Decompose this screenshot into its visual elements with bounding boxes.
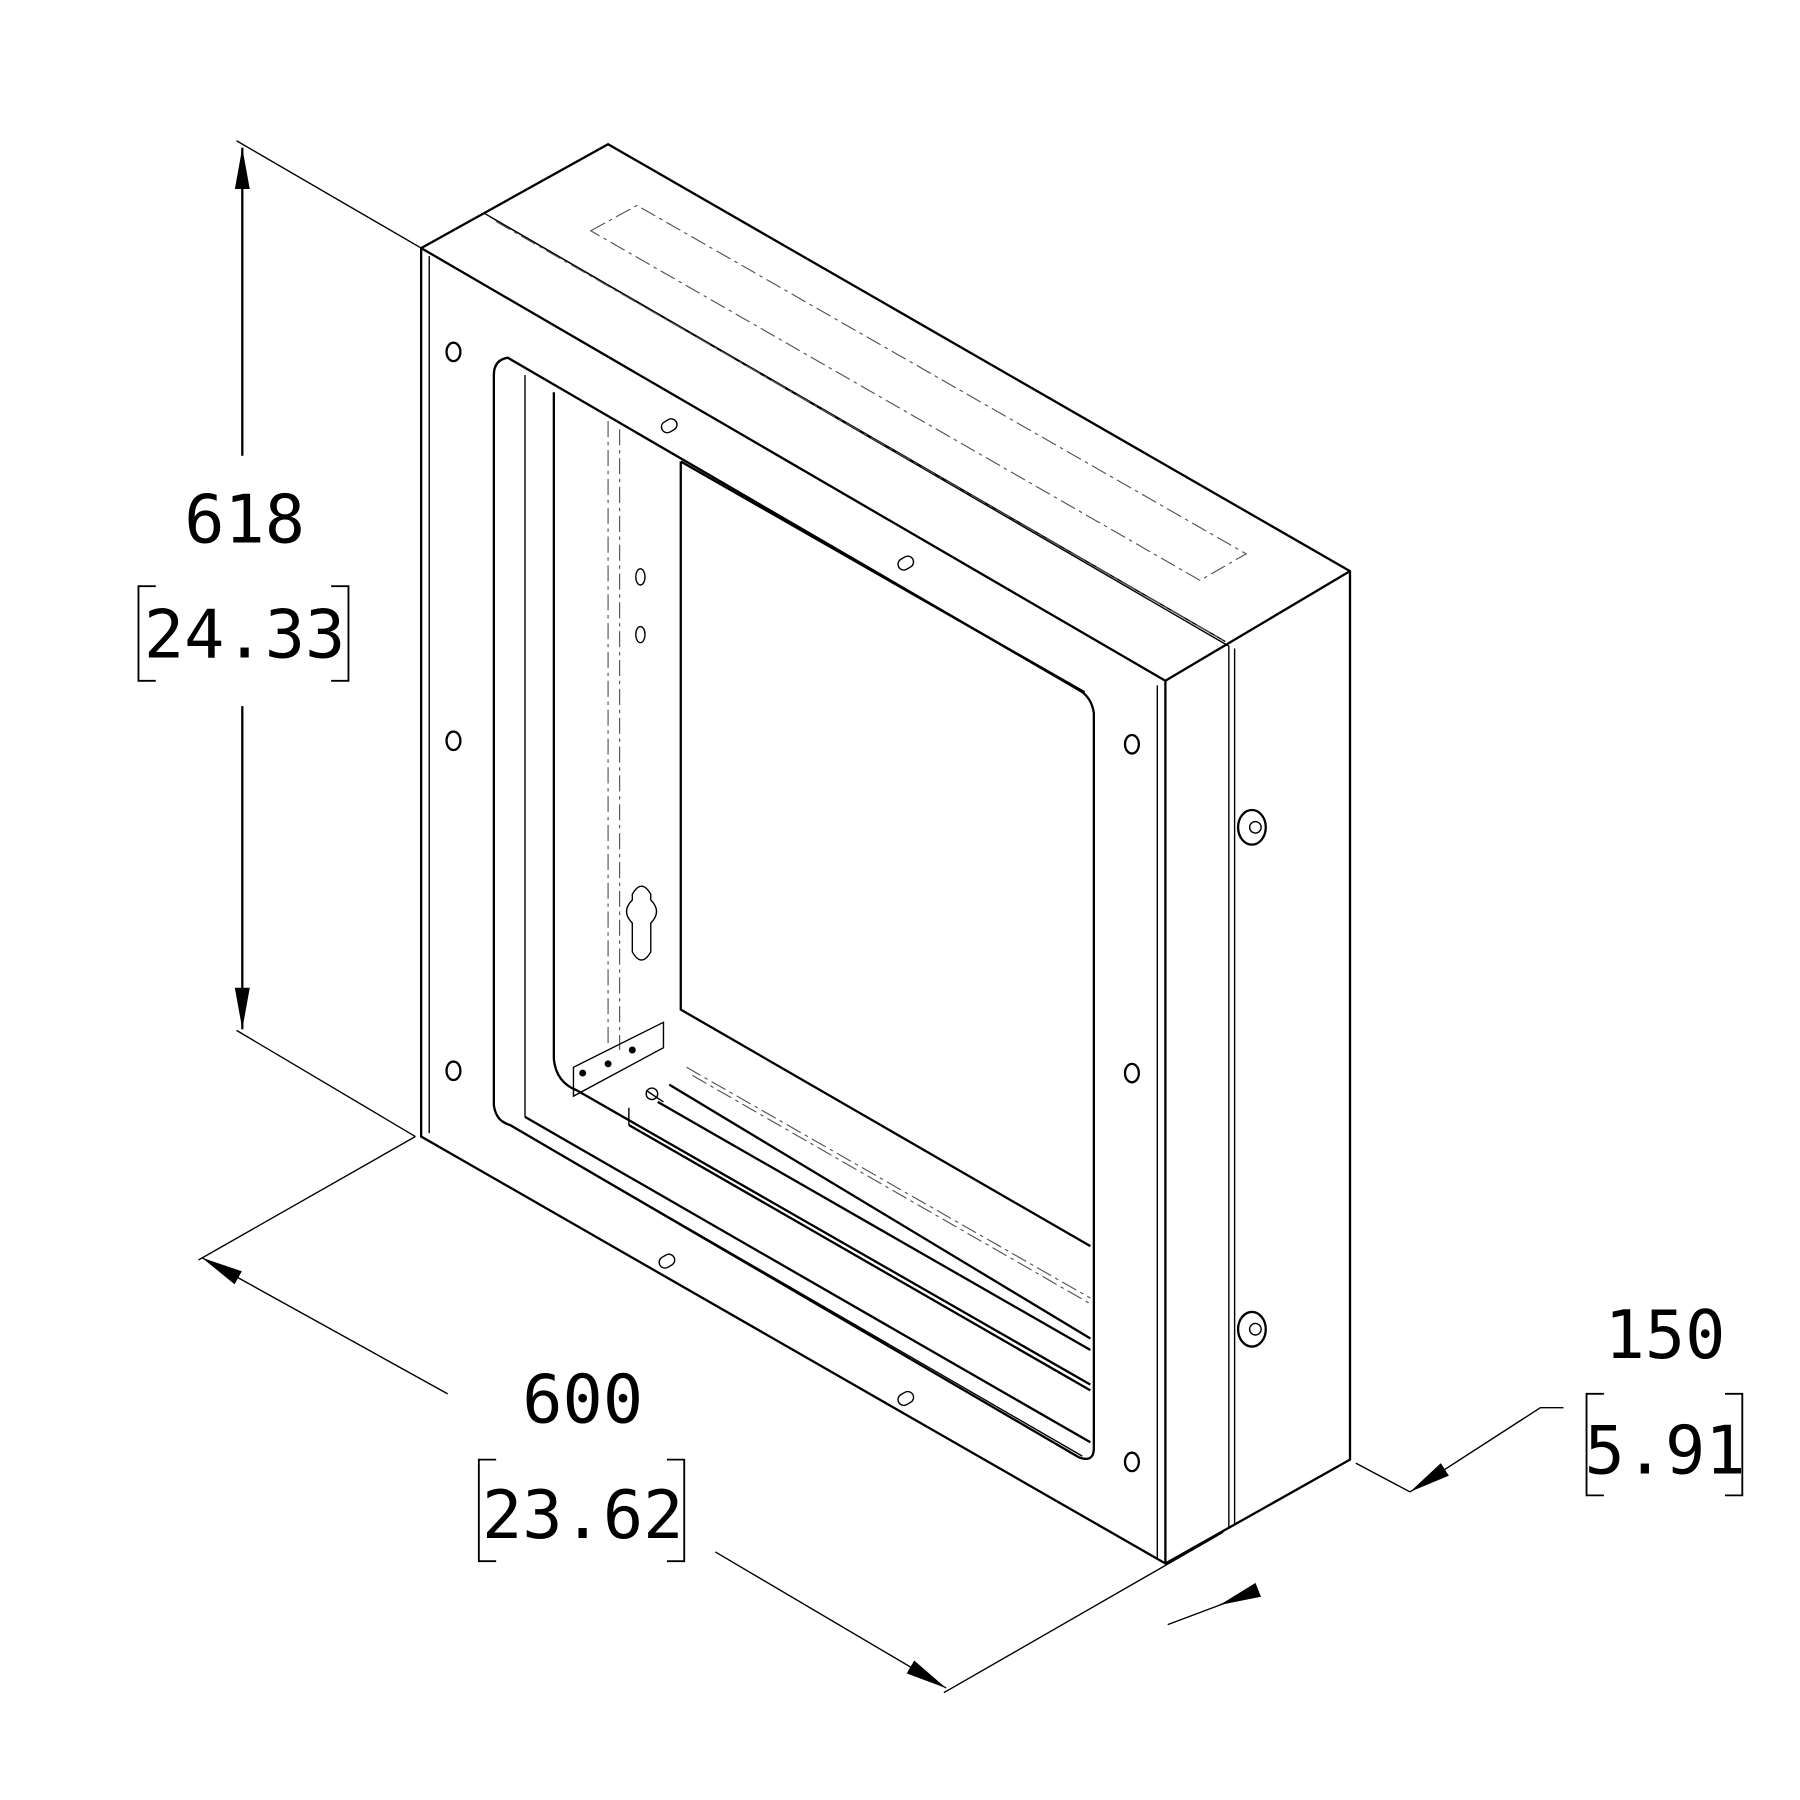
width-in-brackets	[477, 1458, 686, 1563]
slot-icon	[897, 1390, 915, 1407]
depth-dimension	[1167, 1407, 1564, 1626]
mounting-holes	[445, 341, 1267, 1473]
height-mm-label: 618	[184, 480, 305, 558]
front-opening	[492, 356, 1095, 1461]
depth-mm-label: 150	[1605, 1296, 1726, 1374]
hole-icon	[445, 1060, 462, 1082]
side-nut-icon	[1236, 1310, 1267, 1348]
width-in-label: 23.62	[482, 1476, 683, 1554]
height-dimension	[234, 140, 422, 1138]
height-in-brackets	[137, 585, 350, 682]
slot-icon	[897, 555, 915, 571]
width-dimension	[198, 1135, 1224, 1694]
slot-icon	[658, 1253, 676, 1269]
hole-icon	[445, 730, 462, 752]
slot-icon	[660, 418, 678, 434]
depth-in-brackets	[1585, 1392, 1744, 1497]
width-mm-label: 600	[522, 1361, 643, 1439]
hole-icon	[1123, 733, 1140, 755]
depth-in-label: 5.91	[1584, 1411, 1745, 1489]
hole-icon	[1123, 1062, 1140, 1084]
height-in-label: 24.33	[144, 596, 345, 674]
hole-icon	[1123, 1451, 1140, 1473]
side-nut-icon	[1236, 808, 1267, 846]
hole-icon	[445, 341, 462, 363]
enclosure-body	[419, 142, 1352, 1565]
